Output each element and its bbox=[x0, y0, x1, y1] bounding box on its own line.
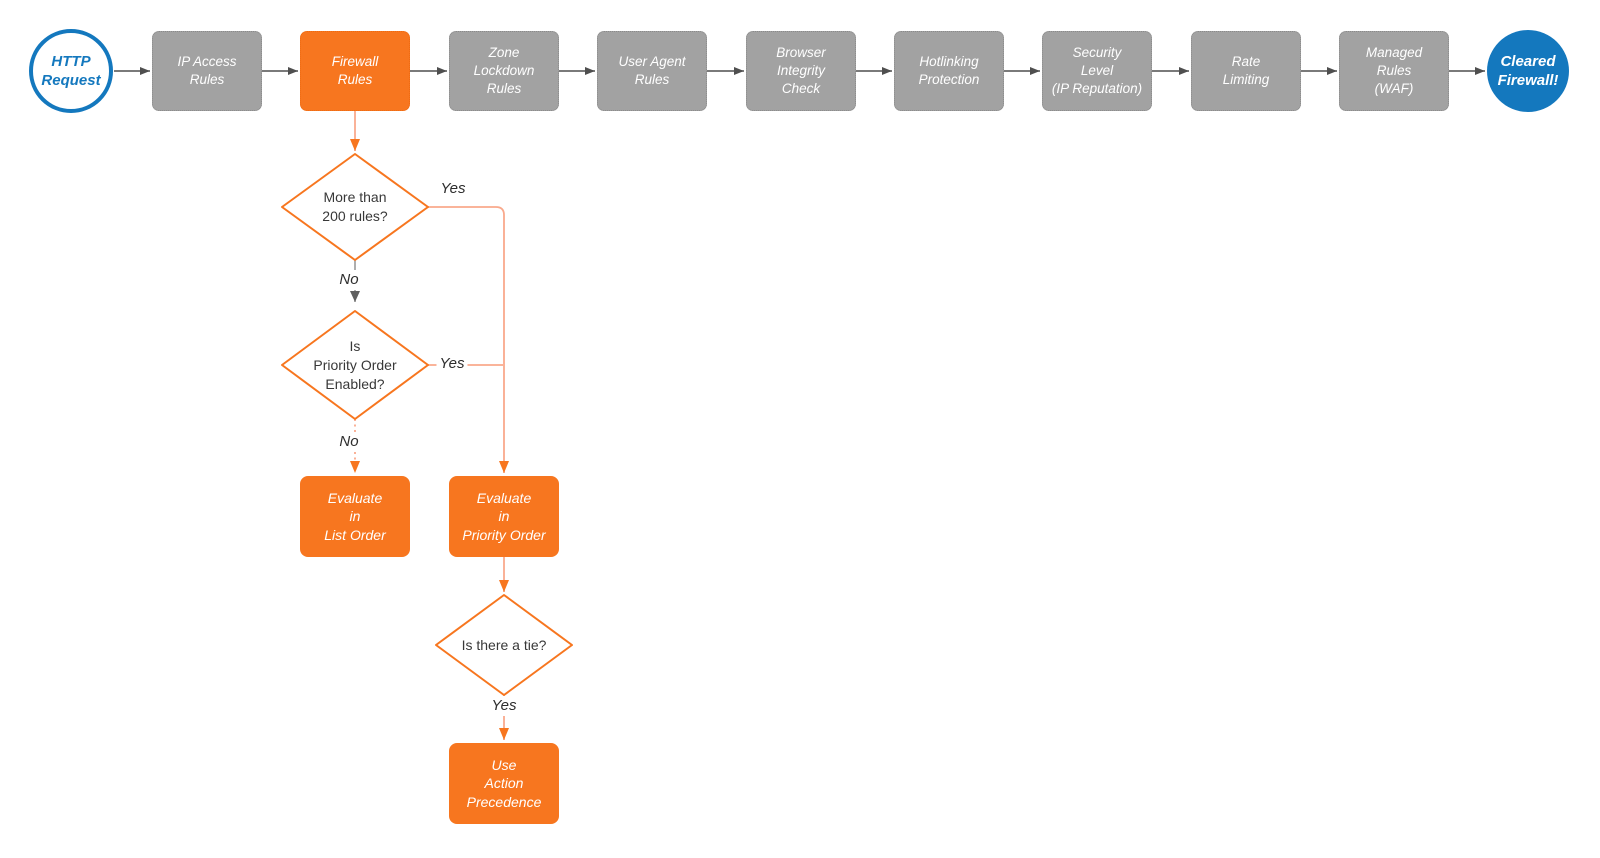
edge-label-yes-200: Yes bbox=[437, 179, 469, 199]
decision-more-than-200-rules-label: More than 200 rules? bbox=[322, 189, 388, 224]
decision-is-there-a-tie-shape bbox=[435, 594, 573, 696]
edge-label-yes-priority: Yes bbox=[436, 354, 468, 374]
node-browser-integrity-check: Browser Integrity Check bbox=[746, 31, 856, 111]
node-cleared-firewall: Cleared Firewall! bbox=[1487, 30, 1569, 112]
node-evaluate-priority-order: Evaluate in Priority Order bbox=[449, 476, 559, 557]
connector-decision-200-yes bbox=[428, 206, 509, 473]
node-user-agent-rules: User Agent Rules bbox=[597, 31, 707, 111]
node-zone-lockdown-rules: Zone Lockdown Rules bbox=[449, 31, 559, 111]
decision-priority-order-enabled-label: Is Priority Order Enabled? bbox=[313, 337, 397, 392]
decision-more-than-200-rules-shape bbox=[281, 153, 429, 261]
node-managed-rules-waf: Managed Rules (WAF) bbox=[1339, 31, 1449, 111]
decision-is-there-a-tie-label: Is there a tie? bbox=[461, 636, 547, 653]
edge-label-no-priority: No bbox=[336, 432, 362, 452]
node-http-request: HTTP Request bbox=[29, 29, 113, 113]
decision-priority-order-enabled-shape bbox=[281, 310, 429, 420]
node-use-action-precedence: Use Action Precedence bbox=[449, 743, 559, 824]
edge-label-no-200: No bbox=[336, 270, 362, 290]
edge-label-yes-tie: Yes bbox=[488, 696, 520, 716]
node-hotlinking-protection: Hotlinking Protection bbox=[894, 31, 1004, 111]
node-ip-access-rules: IP Access Rules bbox=[152, 31, 262, 111]
node-rate-limiting: Rate Limiting bbox=[1191, 31, 1301, 111]
node-evaluate-list-order: Evaluate in List Order bbox=[300, 476, 410, 557]
node-security-level: Security Level (IP Reputation) bbox=[1042, 31, 1152, 111]
node-firewall-rules: Firewall Rules bbox=[300, 31, 410, 111]
